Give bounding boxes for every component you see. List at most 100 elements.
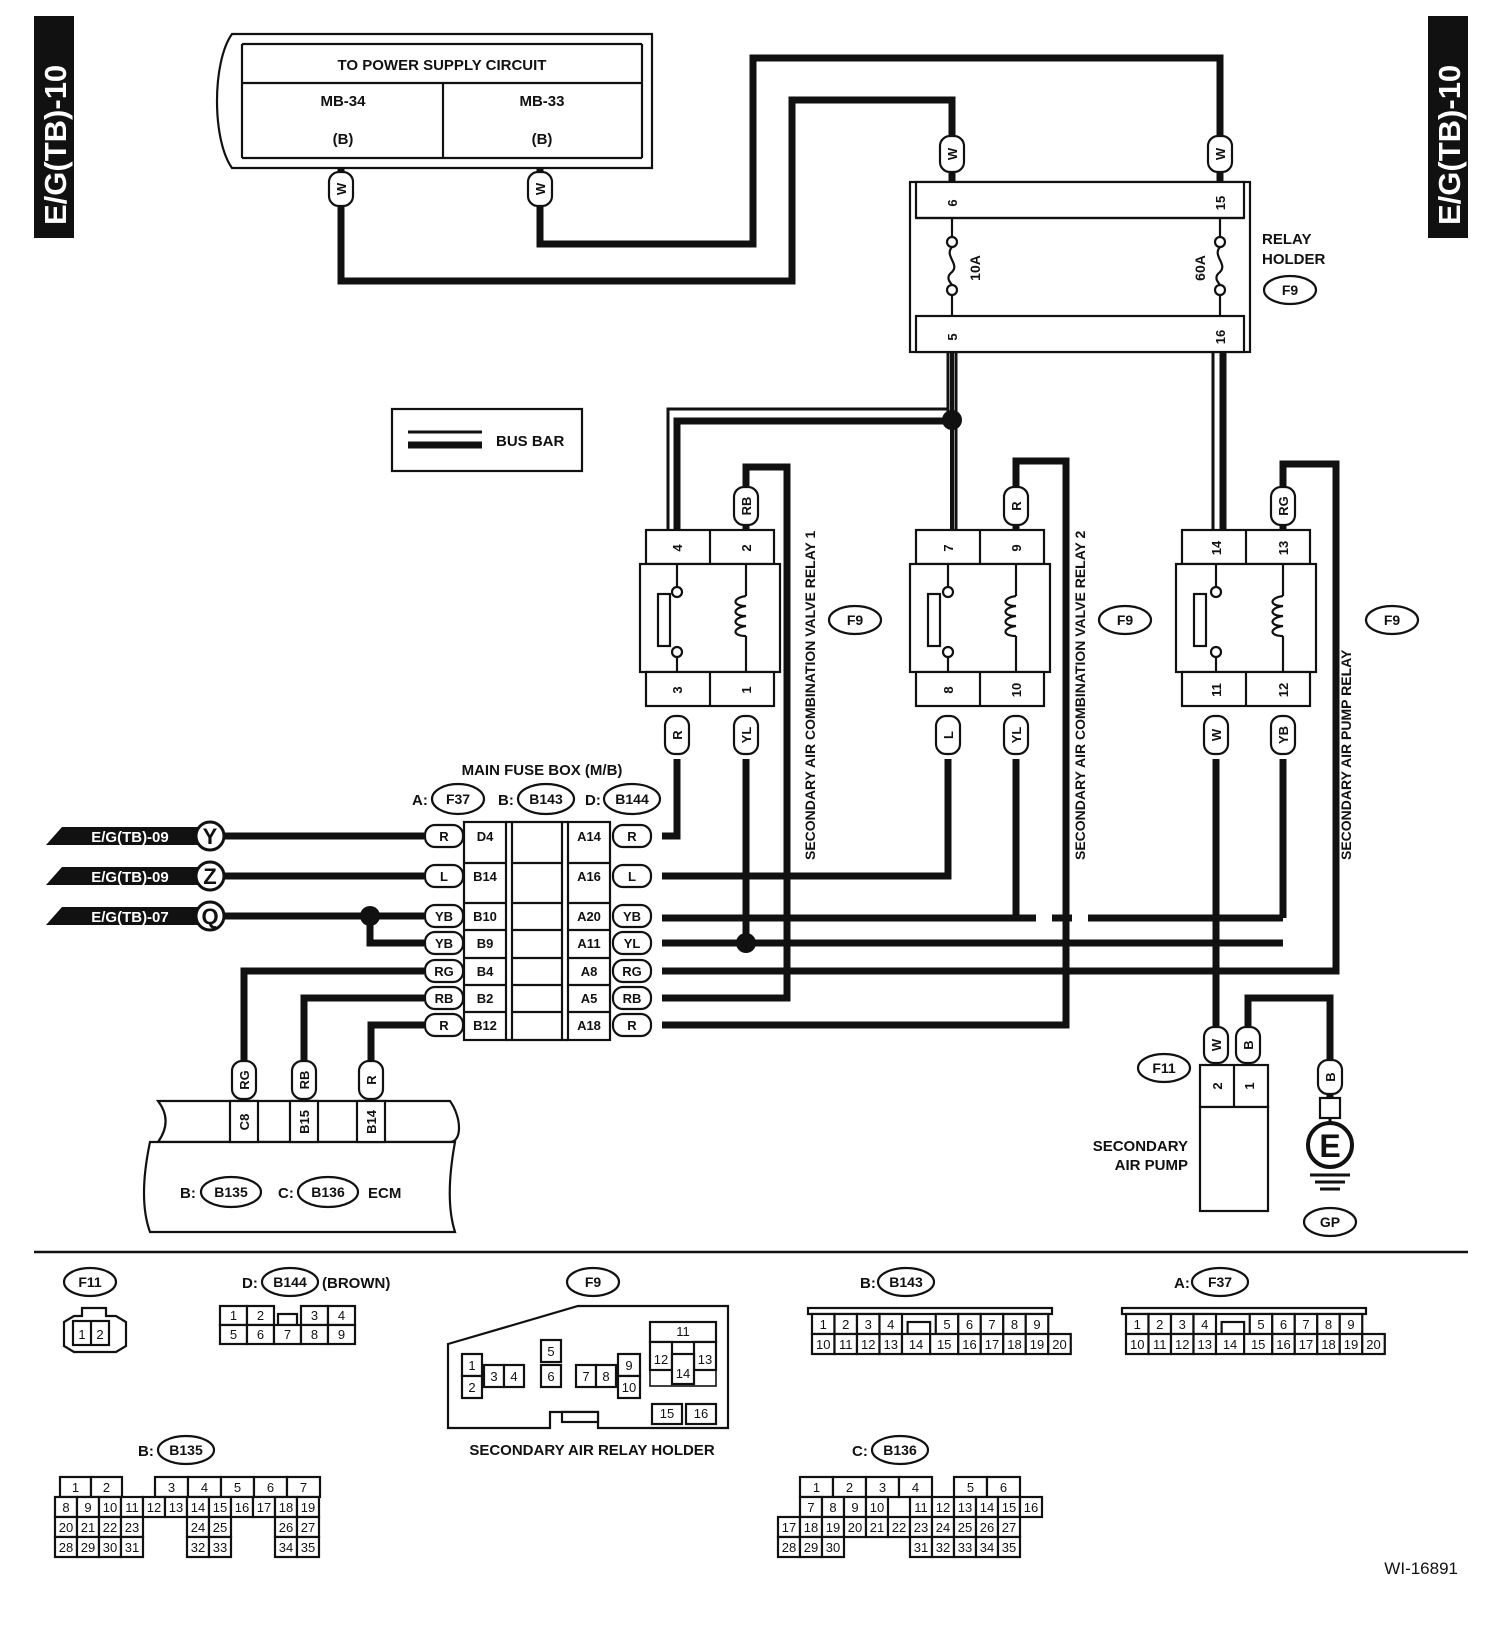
- svg-text:2: 2: [1156, 1317, 1163, 1332]
- relay-holder-caption: SECONDARY AIR RELAY HOLDER: [469, 1442, 714, 1459]
- fuse-left-pin: B10: [473, 909, 497, 924]
- bus-bar-legend: BUS BAR: [390, 407, 584, 473]
- relay-title: SECONDARY AIR COMBINATION VALVE RELAY 1: [802, 530, 818, 860]
- connector-badge: B135: [156, 1434, 216, 1466]
- svg-text:4: 4: [887, 1317, 894, 1332]
- svg-text:22: 22: [892, 1520, 906, 1535]
- svg-text:A:: A:: [412, 792, 428, 809]
- ground-gp: B E GP: [1302, 1058, 1358, 1238]
- fuse-left-wire: YB: [423, 903, 465, 929]
- svg-text:11: 11: [125, 1500, 139, 1515]
- svg-text:1: 1: [230, 1308, 237, 1323]
- svg-text:2: 2: [96, 1327, 103, 1342]
- svg-text:4: 4: [338, 1308, 345, 1323]
- pump-pin-1: 1: [1242, 1082, 1257, 1089]
- svg-text:B:: B:: [138, 1443, 154, 1460]
- svg-text:2: 2: [846, 1480, 853, 1495]
- relay-wire-bottom: YL: [1002, 714, 1030, 756]
- fuse-right-pin: A11: [577, 936, 600, 951]
- relay-pin: 4: [670, 544, 685, 552]
- svg-text:B136: B136: [883, 1442, 917, 1458]
- svg-text:26: 26: [279, 1520, 293, 1535]
- svg-text:6: 6: [547, 1369, 554, 1384]
- svg-text:15: 15: [213, 1500, 227, 1515]
- svg-text:21: 21: [870, 1520, 884, 1535]
- svg-text:3: 3: [490, 1369, 497, 1384]
- svg-text:20: 20: [1366, 1337, 1380, 1352]
- svg-text:15: 15: [1251, 1337, 1265, 1352]
- ecm-pin: B14: [364, 1109, 379, 1134]
- fuse-box-conn-d: B144: [615, 791, 649, 807]
- relay-holder-title-1: RELAY: [1262, 231, 1311, 248]
- svg-text:F9: F9: [1117, 612, 1134, 628]
- relay-pin: 1: [739, 686, 754, 693]
- svg-text:13: 13: [169, 1500, 183, 1515]
- svg-text:14: 14: [980, 1500, 994, 1515]
- svg-text:12: 12: [147, 1500, 161, 1515]
- ground-symbol: E: [1319, 1128, 1340, 1164]
- fuse-left-wire: R: [423, 823, 465, 849]
- svg-text:10: 10: [622, 1380, 636, 1395]
- svg-text:L: L: [628, 869, 636, 884]
- svg-text:W: W: [1209, 728, 1224, 741]
- svg-text:10: 10: [1130, 1337, 1144, 1352]
- fuse-right-pin: A5: [581, 991, 598, 1006]
- svg-text:34: 34: [279, 1540, 293, 1555]
- svg-text:B:: B:: [498, 792, 514, 809]
- svg-text:23: 23: [125, 1520, 139, 1535]
- svg-text:2: 2: [842, 1317, 849, 1332]
- svg-text:(BROWN): (BROWN): [322, 1275, 390, 1292]
- svg-text:34: 34: [980, 1540, 994, 1555]
- connector-badge: F11: [62, 1266, 118, 1298]
- fuse-left-pin: B4: [477, 964, 494, 979]
- fuse-right-wire: RG: [611, 958, 653, 984]
- fuse-left-pin: B9: [477, 936, 494, 951]
- svg-text:R: R: [364, 1075, 379, 1085]
- svg-text:8: 8: [829, 1500, 836, 1515]
- svg-text:2: 2: [257, 1308, 264, 1323]
- page-ref-tab-right: E/G(TB)-10: [1428, 16, 1468, 238]
- page-ref-left: E/G(TB)-10: [38, 65, 73, 225]
- bus-bar-label: BUS BAR: [496, 433, 565, 450]
- svg-text:YL: YL: [1009, 727, 1024, 744]
- svg-text:5: 5: [1257, 1317, 1264, 1332]
- svg-text:Y: Y: [203, 824, 218, 849]
- svg-text:5: 5: [230, 1327, 237, 1342]
- power-supply-box: TO POWER SUPPLY CIRCUIT MB-34 (B) MB-33 …: [215, 32, 654, 170]
- svg-text:4: 4: [510, 1369, 517, 1384]
- relay-pin: 14: [1209, 540, 1224, 555]
- fuse-left-pin: D4: [477, 829, 494, 844]
- fuse-10a: 10A: [967, 255, 983, 281]
- svg-text:16: 16: [962, 1337, 976, 1352]
- svg-text:RG: RG: [622, 964, 642, 979]
- main-fuse-box: MAIN FUSE BOX (M/B) A: F37 B: B143 D: B1…: [412, 762, 662, 1042]
- fuse-right-wire: L: [611, 863, 653, 889]
- svg-text:19: 19: [826, 1520, 840, 1535]
- svg-text:YB: YB: [435, 909, 453, 924]
- svg-text:33: 33: [958, 1540, 972, 1555]
- page-ref-right: E/G(TB)-10: [1432, 65, 1467, 225]
- svg-text:11: 11: [1153, 1337, 1167, 1352]
- mb33-code: (B): [532, 131, 553, 148]
- svg-text:F37: F37: [1208, 1274, 1232, 1290]
- svg-text:17: 17: [782, 1520, 796, 1535]
- svg-text:29: 29: [804, 1540, 818, 1555]
- svg-text:10: 10: [816, 1337, 830, 1352]
- svg-text:24: 24: [191, 1520, 205, 1535]
- svg-text:3: 3: [865, 1317, 872, 1332]
- svg-text:27: 27: [301, 1520, 315, 1535]
- svg-text:18: 18: [279, 1500, 293, 1515]
- svg-text:F9: F9: [1282, 282, 1299, 298]
- svg-text:D:: D:: [242, 1275, 258, 1292]
- svg-text:6: 6: [257, 1327, 264, 1342]
- svg-text:1: 1: [813, 1480, 820, 1495]
- relay-connector-badge: F9: [1364, 604, 1420, 636]
- svg-text:9: 9: [851, 1500, 858, 1515]
- svg-text:RB: RB: [435, 991, 454, 1006]
- svg-text:W: W: [334, 182, 349, 195]
- ecm-conn-b: B135: [214, 1184, 248, 1200]
- connector-badge: F9: [565, 1266, 621, 1298]
